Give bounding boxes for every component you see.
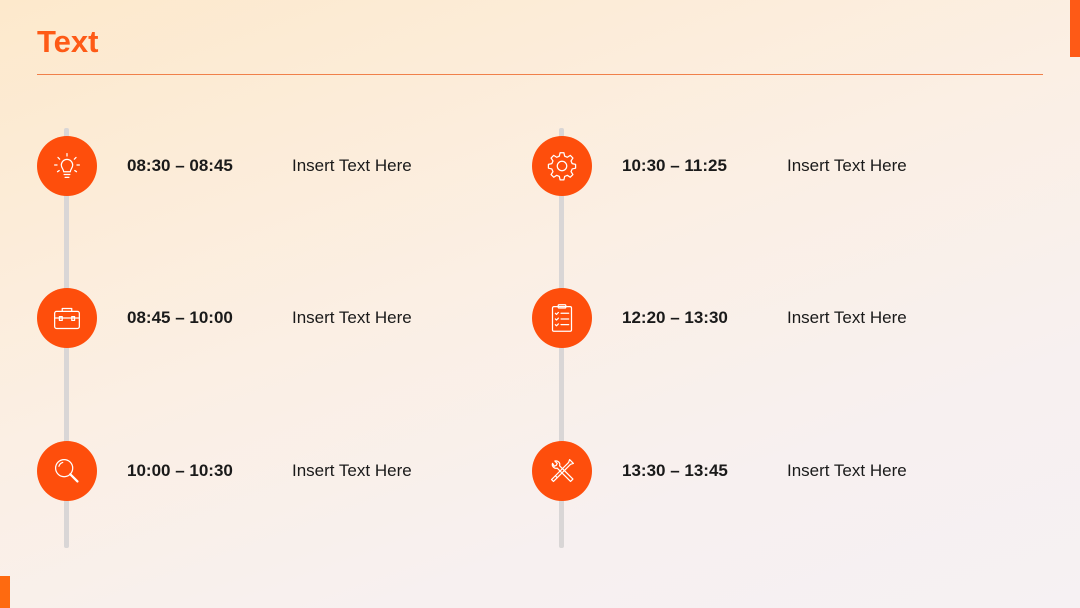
title-divider xyxy=(37,74,1043,75)
lightbulb-icon xyxy=(37,136,97,196)
schedule-description: Insert Text Here xyxy=(787,461,907,480)
magnifier-icon xyxy=(37,441,97,501)
checklist-icon xyxy=(532,288,592,348)
schedule-description: Insert Text Here xyxy=(787,308,907,327)
schedule-description: Insert Text Here xyxy=(292,156,412,175)
schedule-time: 10:00 – 10:30 xyxy=(127,461,233,480)
schedule-time: 13:30 – 13:45 xyxy=(622,461,728,480)
schedule-time: 10:30 – 11:25 xyxy=(622,156,727,175)
schedule-time: 08:30 – 08:45 xyxy=(127,156,233,175)
tools-icon xyxy=(532,441,592,501)
schedule-description: Insert Text Here xyxy=(292,461,412,480)
schedule-time: 08:45 – 10:00 xyxy=(127,308,233,327)
briefcase-icon xyxy=(37,288,97,348)
schedule-description: Insert Text Here xyxy=(787,156,907,175)
schedule-time: 12:20 – 13:30 xyxy=(622,308,728,327)
top-right-accent-bar xyxy=(1070,0,1080,57)
schedule-description: Insert Text Here xyxy=(292,308,412,327)
gear-icon xyxy=(532,136,592,196)
bottom-left-accent-bar xyxy=(0,576,10,608)
slide-title: Text xyxy=(37,24,99,59)
